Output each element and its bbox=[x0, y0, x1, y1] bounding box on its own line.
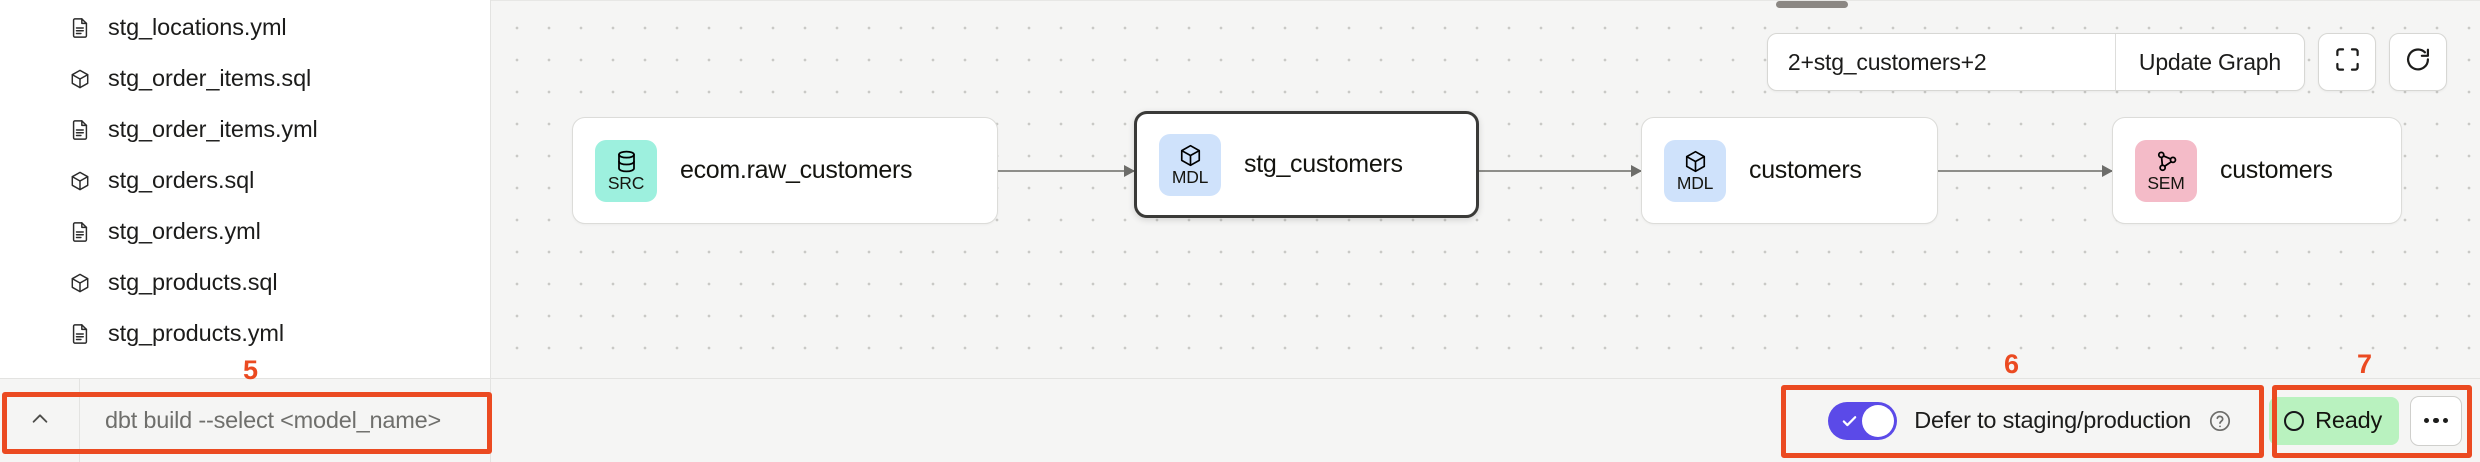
more-horizontal-icon-dot-3 bbox=[2442, 417, 2449, 424]
command-bar-collapse-button[interactable] bbox=[0, 378, 80, 462]
fullscreen-icon bbox=[2334, 46, 2361, 78]
refresh-button[interactable] bbox=[2389, 33, 2447, 91]
status-label: Ready bbox=[2315, 407, 2382, 433]
graph-selector-input[interactable] bbox=[1767, 34, 2115, 90]
semantic-graph-icon bbox=[2154, 149, 2179, 174]
fullscreen-button[interactable] bbox=[2318, 33, 2376, 91]
graph-selector-combo: Update Graph bbox=[1766, 33, 2305, 91]
cube-icon bbox=[1683, 149, 1708, 174]
node-type-label: MDL bbox=[1171, 166, 1209, 187]
lineage-node[interactable]: MDL stg_customers bbox=[1134, 111, 1479, 218]
chevron-up-icon bbox=[29, 408, 51, 433]
lineage-node[interactable]: SEM customers bbox=[2112, 117, 2402, 224]
node-type-badge: SRC bbox=[595, 139, 657, 202]
node-label: stg_customers bbox=[1244, 150, 1403, 178]
canvas-top-divider bbox=[491, 0, 2480, 1]
more-options-button[interactable] bbox=[2410, 395, 2462, 446]
file-item-label: stg_order_items.yml bbox=[108, 116, 318, 142]
status-badge[interactable]: Ready bbox=[2269, 396, 2399, 445]
command-input[interactable] bbox=[80, 378, 490, 462]
more-horizontal-icon bbox=[2423, 417, 2430, 424]
more-horizontal-icon-dot-2 bbox=[2433, 417, 2439, 424]
lineage-node[interactable]: SRC ecom.raw_customers bbox=[572, 117, 998, 224]
node-label: ecom.raw_customers bbox=[680, 156, 913, 184]
node-type-label: MDL bbox=[1676, 172, 1714, 193]
update-graph-button[interactable]: Update Graph bbox=[2116, 34, 2304, 90]
file-yml-icon bbox=[68, 322, 92, 346]
defer-toggle[interactable] bbox=[1828, 401, 1898, 440]
node-type-badge: SEM bbox=[2135, 139, 2197, 202]
file-tree-sidebar[interactable]: stg_locations.yml stg_order_items.sql stg_… bbox=[0, 0, 491, 378]
file-yml-icon bbox=[68, 16, 92, 40]
toggle-knob bbox=[1862, 404, 1895, 437]
lineage-node[interactable]: MDL customers bbox=[1641, 117, 1938, 224]
bottom-bar-right-group: Defer to staging/production Ready bbox=[1808, 379, 2480, 462]
cube-sql-icon bbox=[68, 271, 92, 295]
defer-label: Defer to staging/production bbox=[1914, 407, 2192, 433]
database-icon bbox=[614, 149, 639, 174]
bottom-status-bar: Defer to staging/production Ready bbox=[0, 378, 2480, 462]
file-item[interactable]: stg_order_items.yml bbox=[0, 104, 490, 155]
question-circle-icon[interactable] bbox=[2208, 409, 2232, 433]
file-item[interactable]: stg_orders.sql bbox=[0, 155, 490, 206]
node-type-badge: MDL bbox=[1159, 133, 1221, 196]
file-list: stg_locations.yml stg_order_items.sql stg_… bbox=[0, 2, 490, 359]
file-item-label: stg_locations.yml bbox=[108, 14, 287, 40]
refresh-icon bbox=[2404, 46, 2432, 79]
check-icon bbox=[1841, 413, 1858, 435]
file-item[interactable]: stg_locations.yml bbox=[0, 2, 490, 53]
file-item-label: stg_products.yml bbox=[108, 320, 285, 346]
graph-toolbar: Update Graph bbox=[1766, 33, 2447, 91]
lineage-graph-canvas[interactable]: Update Graph bbox=[491, 0, 2480, 378]
node-label: customers bbox=[1749, 156, 1862, 184]
file-yml-icon bbox=[68, 220, 92, 244]
node-type-label: SEM bbox=[2147, 172, 2185, 193]
command-bar-group bbox=[0, 378, 491, 462]
node-type-badge: MDL bbox=[1664, 139, 1726, 202]
file-item[interactable]: stg_orders.yml bbox=[0, 206, 490, 257]
node-label: customers bbox=[2220, 156, 2333, 184]
horizontal-scrollbar[interactable] bbox=[1776, 1, 1848, 8]
main-content-area: stg_locations.yml stg_order_items.sql stg_… bbox=[0, 0, 2480, 378]
file-item[interactable]: stg_products.sql bbox=[0, 257, 490, 308]
cube-sql-icon bbox=[68, 67, 92, 91]
file-item[interactable]: stg_products.yml bbox=[0, 308, 490, 359]
cube-sql-icon bbox=[68, 169, 92, 193]
toolbar-divider bbox=[2114, 34, 2116, 90]
node-type-label: SRC bbox=[607, 172, 645, 193]
file-item-label: stg_orders.sql bbox=[108, 167, 255, 193]
cube-icon bbox=[1178, 143, 1203, 168]
lineage-connector bbox=[998, 165, 1135, 177]
status-control-group: Ready bbox=[2254, 379, 2462, 462]
lineage-connector bbox=[1938, 165, 2113, 177]
lineage-connector bbox=[1479, 165, 1642, 177]
file-item[interactable]: stg_order_items.sql bbox=[0, 53, 490, 104]
defer-control-group: Defer to staging/production bbox=[1808, 379, 2254, 462]
file-item-label: stg_order_items.sql bbox=[108, 65, 312, 91]
file-item-label: stg_orders.yml bbox=[108, 218, 261, 244]
circle-icon bbox=[2284, 410, 2305, 431]
file-item-label: stg_products.sql bbox=[108, 269, 278, 295]
file-yml-icon bbox=[68, 118, 92, 142]
